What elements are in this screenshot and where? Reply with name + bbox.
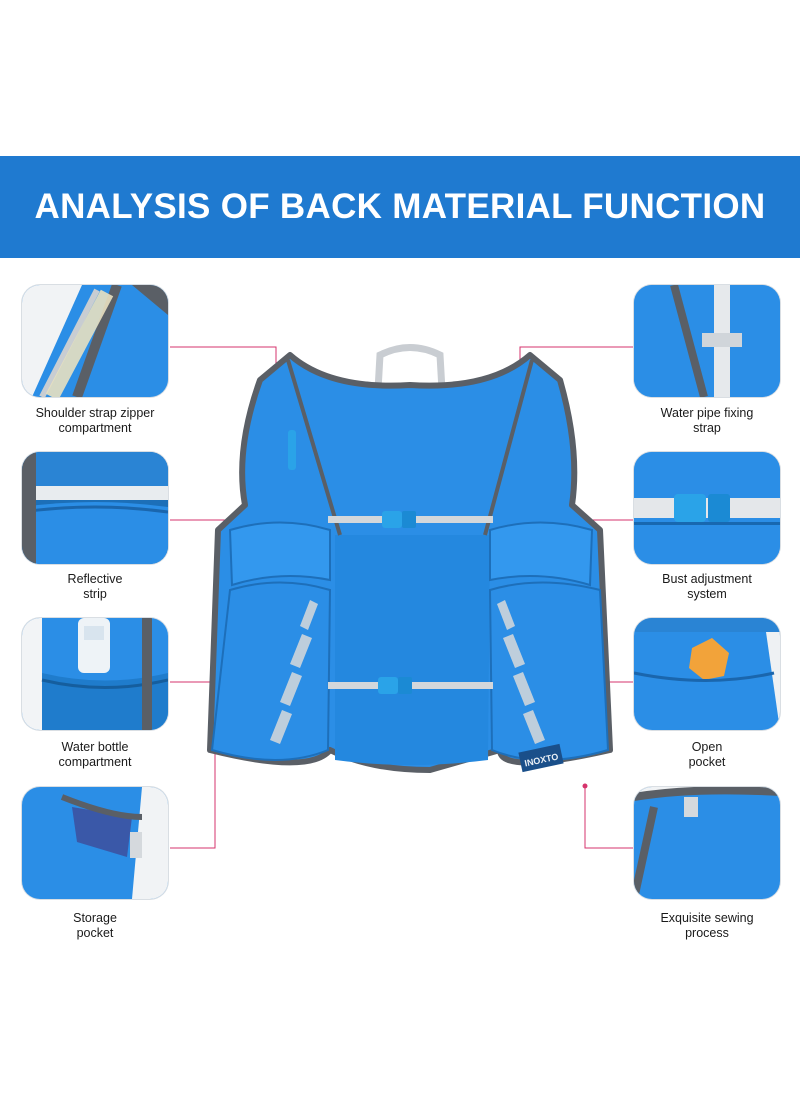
thumb-reflective-strip bbox=[22, 452, 168, 564]
vest-illustration: INOXTO bbox=[200, 330, 620, 830]
caption-water-bottle: Water bottle compartment bbox=[5, 740, 185, 770]
reflective-strip-icon bbox=[22, 452, 168, 564]
title-banner: ANALYSIS OF BACK MATERIAL FUNCTION bbox=[0, 156, 800, 258]
page-title: ANALYSIS OF BACK MATERIAL FUNCTION bbox=[34, 187, 766, 226]
caption-open-pocket: Open pocket bbox=[617, 740, 797, 770]
hydration-vest-icon: INOXTO bbox=[207, 344, 613, 773]
caption-sewing: Exquisite sewing process bbox=[617, 911, 797, 941]
buckle-icon bbox=[634, 452, 780, 564]
caption-bust-adjustment: Bust adjustment system bbox=[617, 572, 797, 602]
thumb-bust-buckle bbox=[634, 452, 780, 564]
caption-text: Open pocket bbox=[688, 740, 726, 769]
caption-shoulder-zipper: Shoulder strap zipper compartment bbox=[5, 406, 185, 436]
thumb-shoulder-zipper bbox=[22, 285, 168, 397]
caption-storage-pocket: Storage pocket bbox=[5, 911, 185, 941]
zipper-pocket-icon bbox=[22, 285, 168, 397]
pipe-strap-icon bbox=[634, 285, 780, 397]
thumb-storage-pocket bbox=[22, 787, 168, 899]
thumb-open-pocket bbox=[634, 618, 780, 730]
water-bottle-icon bbox=[22, 618, 168, 730]
caption-pipe-strap: Water pipe fixing strap bbox=[617, 406, 797, 436]
caption-text: Storage pocket bbox=[73, 911, 117, 940]
caption-text: Bust adjustment system bbox=[662, 572, 752, 601]
open-pocket-icon bbox=[634, 618, 780, 730]
caption-text: Exquisite sewing process bbox=[660, 911, 754, 940]
caption-text: Shoulder strap zipper compartment bbox=[35, 406, 155, 435]
thumb-water-bottle bbox=[22, 618, 168, 730]
thumb-pipe-strap bbox=[634, 285, 780, 397]
caption-text: Water bottle compartment bbox=[58, 740, 132, 769]
caption-reflective-strip: Reflective strip bbox=[5, 572, 185, 602]
thumb-sewing bbox=[634, 787, 780, 899]
sewing-icon bbox=[634, 787, 780, 899]
caption-text: Reflective strip bbox=[67, 572, 123, 601]
storage-pocket-icon bbox=[22, 787, 168, 899]
caption-text: Water pipe fixing strap bbox=[660, 406, 754, 435]
